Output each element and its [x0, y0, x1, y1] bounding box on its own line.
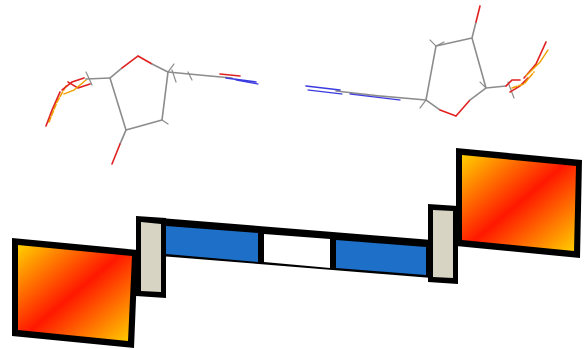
left-phosphate-group — [45, 77, 91, 127]
right-nucleotide — [305, 5, 549, 117]
left-ribose-ring — [109, 55, 177, 165]
right-phosphate-group — [505, 41, 549, 93]
ribbon-center-gap — [264, 234, 330, 268]
left-nucleotide — [45, 55, 259, 165]
connector-right — [428, 204, 458, 284]
base-slab-right — [336, 240, 426, 275]
cartoon-model — [12, 148, 582, 348]
right-base-link — [305, 85, 427, 101]
base-slab-left — [166, 226, 258, 262]
left-base-link — [167, 71, 259, 85]
connector-left — [136, 216, 166, 298]
stick-model — [45, 5, 549, 165]
right-ribose-ring — [419, 5, 487, 117]
sugar-block-right — [456, 148, 582, 258]
sugar-block-left — [12, 238, 138, 348]
base-ribbon — [160, 218, 432, 278]
